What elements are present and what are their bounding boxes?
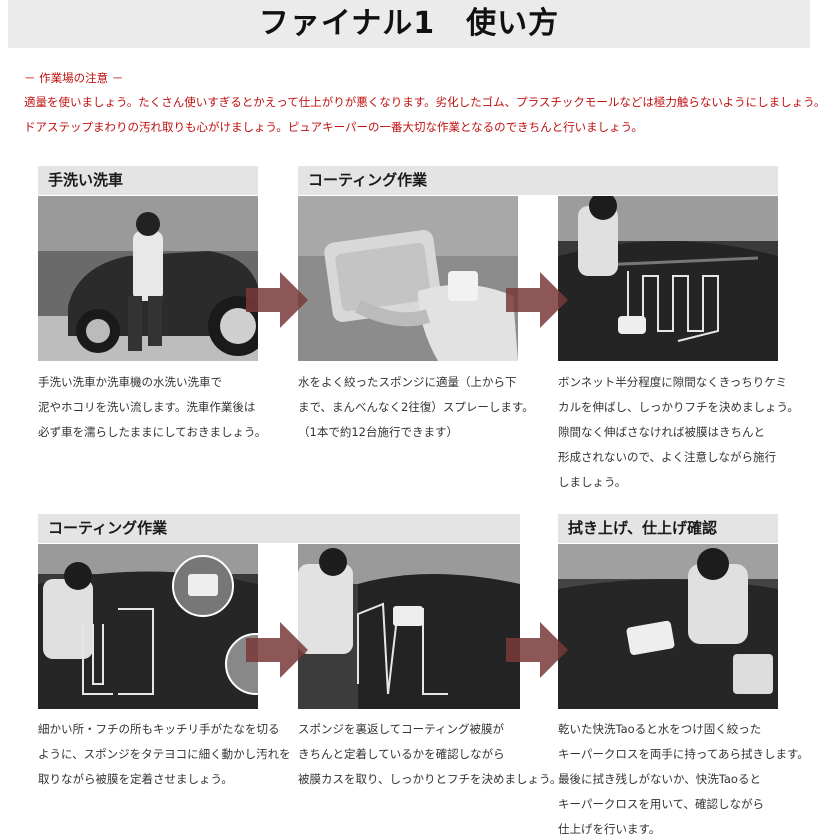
caption-line: 乾いた快洗Taoると水をつけ固く絞った [558, 722, 762, 736]
caption-line: 手洗い洗車か洗車機の水洗い洗車で [38, 375, 222, 389]
arrow-right-icon [506, 620, 568, 680]
caption-line: まで、まんべんなく2往復）スプレーします。 [298, 400, 534, 414]
caption-line: しましょう。 [558, 475, 627, 489]
caption-line: スポンジを裏返してコーティング被膜が [298, 722, 504, 736]
caption-line: ボンネット半分程度に隙間なくきっちりケミ [558, 375, 787, 389]
caution-line-1: 適量を使いましょう。たくさん使いすぎるとかえって仕上がりが悪くなります。劣化した… [24, 95, 826, 109]
step-1-header-band: 手洗い洗車 [38, 166, 258, 195]
title-bar: ファイナル1 使い方 [8, 0, 810, 48]
caution-heading: － 作業場の注意 － [24, 71, 124, 85]
step-4-header: コーティング作業 [48, 519, 168, 537]
step-6-photo [558, 544, 778, 709]
caption-line: キーパークロスを両手に持ってあら拭きします。 [558, 747, 809, 761]
step-3-caption: ボンネット半分程度に隙間なくきっちりケミ カルを伸ばし、しっかりフチを決めましょ… [558, 370, 799, 495]
step-3-photo [558, 196, 778, 361]
step-4-photo [38, 544, 258, 709]
caption-line: ように、スポンジをタテヨコに細く動かし汚れを [38, 747, 291, 761]
caution-line-2: ドアステップまわりの汚れ取りも心がけましょう。ピュアキーパーの一番大切な作業とな… [24, 120, 643, 134]
step-4-header-band: コーティング作業 [38, 514, 520, 543]
step-6-header-band: 拭き上げ、仕上げ確認 [558, 514, 778, 543]
caption-line: 仕上げを行います。 [558, 822, 661, 836]
caption-line: 泥やホコリを洗い流します。洗車作業後は [38, 400, 256, 414]
step-2-photo [298, 196, 518, 361]
caption-line: 取りながら被膜を定着させましょう。 [38, 772, 233, 786]
step-6-header: 拭き上げ、仕上げ確認 [568, 519, 717, 537]
caption-line: きちんと定着しているかを確認しながら [298, 747, 505, 761]
step-1-photo [38, 196, 258, 361]
step-2-caption: 水をよく絞ったスポンジに適量（上から下 まで、まんべんなく2往復）スプレーします… [298, 370, 534, 445]
step-2-header-band: コーティング作業 [298, 166, 778, 195]
step-5-caption: スポンジを裏返してコーティング被膜が きちんと定着しているかを確認しながら 被膜… [298, 717, 561, 792]
arrow-right-icon [506, 270, 568, 330]
step-5-photo [298, 544, 520, 709]
arrow-right-icon [246, 620, 308, 680]
arrow-right-icon [246, 270, 308, 330]
caption-line: 隙間なく伸ばさなければ被膜はきちんと [558, 425, 765, 439]
page-title: ファイナル1 使い方 [258, 6, 560, 41]
step-2-header: コーティング作業 [308, 171, 428, 189]
step-1-header: 手洗い洗車 [48, 171, 124, 189]
caption-line: カルを伸ばし、しっかりフチを決めましょう。 [558, 400, 799, 414]
caption-line: 被膜カスを取り、しっかりとフチを決めましょう。 [298, 772, 562, 786]
caption-line: （1本で約12台施行できます） [298, 425, 458, 439]
caption-line: 細かい所・フチの所もキッチリ手がたなを切る [38, 722, 280, 736]
caption-line: 最後に拭き残しがないか、快洗Taoると [558, 772, 761, 786]
caption-line: 形成されないので、よく注意しながら施行 [558, 450, 777, 464]
caption-line: 必ず車を濡らしたままにしておきましょう。 [38, 425, 267, 439]
caption-line: 水をよく絞ったスポンジに適量（上から下 [298, 375, 517, 389]
step-4-caption: 細かい所・フチの所もキッチリ手がたなを切る ように、スポンジをタテヨコに細く動か… [38, 717, 291, 792]
step-6-caption: 乾いた快洗Taoると水をつけ固く絞った キーパークロスを両手に持ってあら拭きしま… [558, 717, 809, 837]
step-1-caption: 手洗い洗車か洗車機の水洗い洗車で 泥やホコリを洗い流します。洗車作業後は 必ず車… [38, 370, 266, 445]
caption-line: キーパークロスを用いて、確認しながら [558, 797, 764, 811]
